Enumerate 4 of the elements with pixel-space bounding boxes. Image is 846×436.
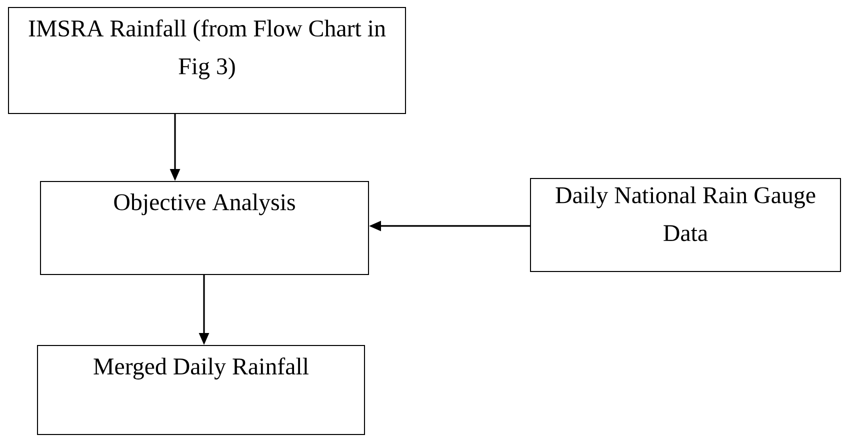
process-box: Daily National Rain Gauge Data (530, 178, 841, 272)
process-box: Objective Analysis (40, 180, 369, 275)
process-box: IMSRA Rainfall (from Flow Chart in Fig 3) (8, 7, 406, 114)
process-box: Merged Daily Rainfall (37, 344, 365, 435)
